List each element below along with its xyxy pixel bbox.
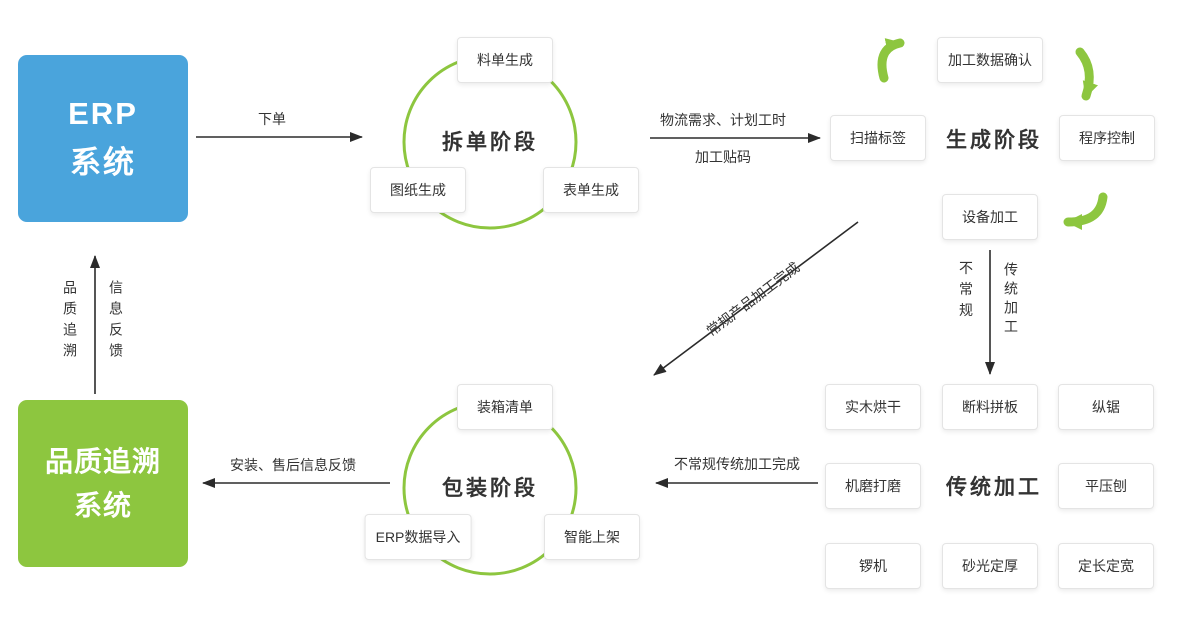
box-material-list: 料单生成 xyxy=(457,37,553,83)
flow-label-order: 下单 xyxy=(258,111,286,127)
vlabel-info-feedback: 信息反馈 xyxy=(108,280,124,364)
box-packing-list: 装箱清单 xyxy=(457,384,553,430)
box-planing: 平压刨 xyxy=(1058,463,1154,509)
flow-label-unconventional-done: 不常规传统加工完成 xyxy=(674,456,800,472)
box-device-process: 设备加工 xyxy=(942,194,1038,240)
box-smart-shelving: 智能上架 xyxy=(544,514,640,560)
vlabel-unconventional: 不常规 xyxy=(958,260,974,324)
quality-trace-line1: 品质追溯 xyxy=(44,446,161,478)
phase-title-traditional: 传统加工 xyxy=(946,476,1042,499)
box-router-machine: 锣机 xyxy=(825,543,921,589)
green-swoosh-left-icon xyxy=(1063,192,1108,230)
quality-trace-node: 品质追溯 系统 xyxy=(18,400,188,567)
box-cut-splice: 断料拼板 xyxy=(942,384,1038,430)
erp-system-line2: 系统 xyxy=(70,144,136,180)
green-swoosh-up-icon xyxy=(877,38,905,83)
flow-label-coding: 加工贴码 xyxy=(695,149,751,165)
phase-title-split: 拆单阶段 xyxy=(442,131,538,154)
box-rip-saw: 纵锯 xyxy=(1058,384,1154,430)
green-swoosh-down-icon xyxy=(1075,47,1099,101)
flow-label-feedback: 安装、售后信息反馈 xyxy=(230,457,356,473)
box-erp-data-import: ERP数据导入 xyxy=(364,514,472,560)
phase-title-package: 包装阶段 xyxy=(442,477,538,500)
box-data-confirm: 加工数据确认 xyxy=(937,37,1043,83)
vlabel-quality-trace: 品质追溯 xyxy=(62,280,78,364)
box-sanding-thickness: 砂光定厚 xyxy=(942,543,1038,589)
erp-system-node: ERP 系统 xyxy=(18,55,188,222)
box-scan-label: 扫描标签 xyxy=(830,115,926,161)
box-wood-drying: 实木烘干 xyxy=(825,384,921,430)
box-grinding: 机磨打磨 xyxy=(825,463,921,509)
vlabel-traditional-path: 传统加工 xyxy=(1003,262,1019,338)
box-program-control: 程序控制 xyxy=(1059,115,1155,161)
arrow-regular-done xyxy=(653,221,859,376)
box-fixed-length-width: 定长定宽 xyxy=(1058,543,1154,589)
flow-label-logistics: 物流需求、计划工时 xyxy=(660,112,786,128)
quality-trace-line2: 系统 xyxy=(73,489,132,521)
phase-title-generate: 生成阶段 xyxy=(946,129,1042,152)
box-drawing-generate: 图纸生成 xyxy=(370,167,466,213)
erp-system-line1: ERP xyxy=(68,96,138,132)
box-form-generate: 表单生成 xyxy=(543,167,639,213)
